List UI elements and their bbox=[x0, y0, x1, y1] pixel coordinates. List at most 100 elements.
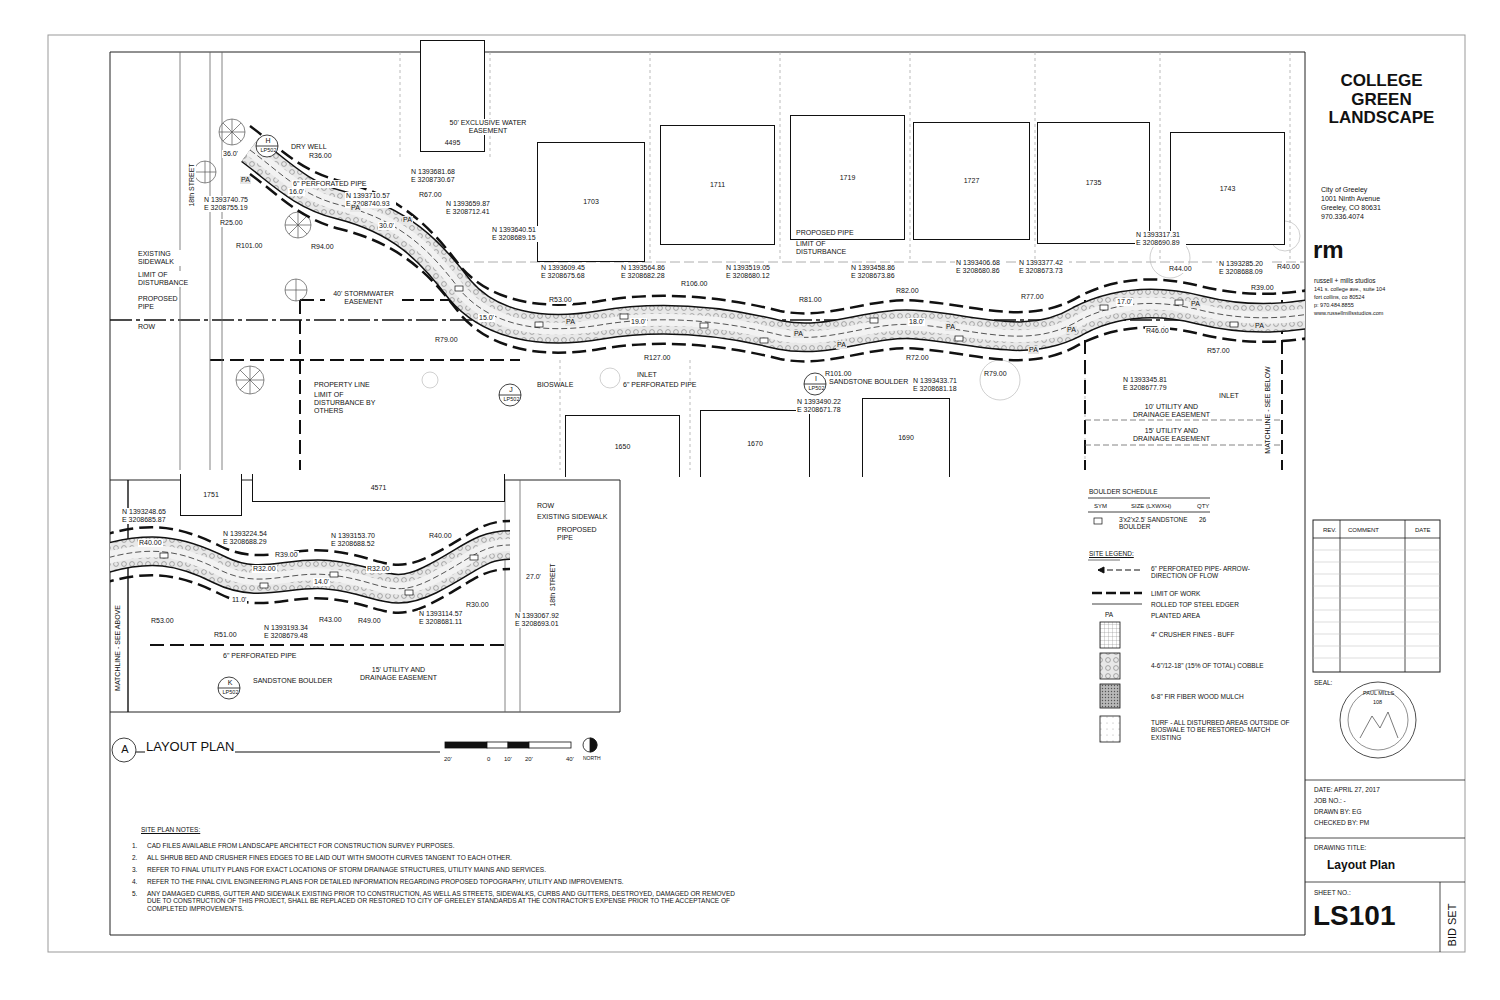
drawing-use bbox=[110, 545, 510, 589]
plan-annotation: SANDSTONE BOULDER bbox=[828, 378, 909, 386]
plan-annotation: 30.0' bbox=[378, 222, 395, 230]
plan-annotation: R67.00 bbox=[418, 191, 443, 199]
plan-annotation: PA bbox=[1254, 322, 1265, 330]
plan-annotation: 15' UTILITY AND DRAINAGE EASEMENT bbox=[355, 666, 442, 682]
drawing-rect bbox=[529, 742, 571, 748]
drawing-path bbox=[804, 384, 826, 385]
plan-annotation: SITE PLAN NOTES: bbox=[140, 826, 201, 833]
plan-annotation: 5. bbox=[131, 890, 138, 897]
plan-annotation: PROPERTY LINE bbox=[313, 381, 371, 389]
plan-annotation: LP502 bbox=[259, 147, 278, 153]
plan-annotation: LS101 bbox=[1312, 900, 1397, 932]
plan-annotation: R101.00 bbox=[235, 242, 263, 250]
house-footprint: 4571 bbox=[252, 474, 505, 502]
plan-annotation: R43.00 bbox=[318, 616, 343, 624]
plan-annotation: REFER TO FINAL UTILITY PLANS FOR EXACT L… bbox=[146, 866, 547, 873]
drawing-path bbox=[1092, 604, 1142, 605]
plan-annotation: J bbox=[506, 386, 516, 394]
plan-annotation: PAUL MILLS bbox=[1362, 690, 1395, 696]
lot-number: 1727 bbox=[964, 177, 980, 185]
house-footprint: 1743 bbox=[1170, 132, 1285, 245]
drawing-circle bbox=[422, 372, 438, 388]
plan-annotation: 970.336.4074 bbox=[1320, 213, 1365, 221]
plan-annotation: DATE: APRIL 27, 2017 bbox=[1313, 786, 1381, 793]
legend-entry: ROLLED TOP STEEL EDGER bbox=[1150, 601, 1240, 608]
house-footprint: 1711 bbox=[660, 125, 775, 245]
scale-bar bbox=[445, 738, 597, 752]
plan-annotation: 141 s. college ave., suite 104 bbox=[1313, 286, 1386, 292]
drawing-use bbox=[110, 545, 510, 589]
drawing-path bbox=[1360, 712, 1398, 738]
plan-annotation: LP502 bbox=[502, 396, 521, 402]
plan-annotation: N 1393224.54 E 3208688.29 bbox=[222, 530, 273, 546]
plan-annotation: N 1393317.31 E 3208690.89 bbox=[1135, 231, 1186, 247]
house-footprint: 1735 bbox=[1037, 122, 1150, 244]
plan-annotation: 26 bbox=[1198, 516, 1207, 523]
plan-annotation: R57.00 bbox=[1206, 347, 1231, 355]
plan-annotation: R53.00 bbox=[548, 296, 573, 304]
plan-annotation: NORTH bbox=[582, 756, 602, 762]
plan-annotation: INLET bbox=[1218, 392, 1240, 400]
drawing-path bbox=[1088, 498, 1210, 512]
drawing-circle bbox=[600, 368, 620, 388]
lot-number: 1650 bbox=[615, 443, 631, 451]
lot-number: 4571 bbox=[371, 484, 387, 492]
drawing-path bbox=[150, 644, 505, 646]
drawing-path bbox=[1098, 567, 1104, 573]
plan-annotation: LIMIT OF DISTURBANCE bbox=[795, 240, 847, 256]
plan-annotation: N 1393740.75 E 3208755.19 bbox=[203, 196, 254, 212]
drawing-rect bbox=[760, 338, 768, 343]
drawing-path bbox=[194, 161, 216, 183]
plan-annotation: SIZE (LXWXH) bbox=[1130, 503, 1172, 510]
drawing-path bbox=[285, 279, 307, 301]
plan-annotation: R82.00 bbox=[895, 287, 920, 295]
plan-annotation: R101.00 bbox=[824, 370, 852, 378]
plan-annotation: 20' bbox=[443, 756, 453, 763]
drawing-rect bbox=[48, 35, 1465, 952]
drawing-path bbox=[218, 688, 240, 689]
drawing-rect bbox=[1313, 520, 1440, 672]
plan-annotation: 1001 Ninth Avenue bbox=[1320, 195, 1381, 203]
plan-annotation: N 1393193.34 E 3208679.48 bbox=[263, 624, 314, 640]
drawing-use bbox=[110, 545, 510, 589]
plan-annotation: PA bbox=[1028, 346, 1039, 354]
plan-annotation: INLET bbox=[636, 371, 658, 379]
plan-annotation: SEAL: bbox=[1313, 679, 1333, 686]
legend-entry: TURF - ALL DISTURBED AREAS OUTSIDE OF BI… bbox=[1150, 719, 1302, 741]
house-footprint: 4495 bbox=[420, 40, 485, 152]
plan-annotation: CAD FILES AVAILABLE FROM LANDSCAPE ARCHI… bbox=[146, 842, 456, 849]
drawing-circle bbox=[804, 373, 826, 395]
plan-annotation: N 1393640.51 E 3208689.15 bbox=[491, 226, 542, 242]
drawing-rect bbox=[535, 322, 543, 327]
drawing-g bbox=[455, 286, 1238, 343]
plan-annotation: R49.00 bbox=[357, 617, 382, 625]
plan-annotation: N 1393458.86 E 3208673.86 bbox=[850, 264, 901, 280]
plan-annotation: PA bbox=[945, 323, 956, 331]
plan-annotation: R39.00 bbox=[1250, 284, 1275, 292]
plan-annotation: 10' UTILITY AND DRAINAGE EASEMENT bbox=[1128, 403, 1215, 419]
drawing-path bbox=[300, 300, 460, 470]
plan-annotation: 6" PERFORATED PIPE bbox=[292, 180, 368, 188]
plan-annotation: R53.00 bbox=[150, 617, 175, 625]
plan-annotation: EXISTING SIDEWALK bbox=[137, 250, 184, 266]
drawing-rect bbox=[487, 742, 508, 748]
plan-annotation: JOB NO.: - bbox=[1313, 797, 1347, 804]
plan-annotation: N 1393067.92 E 3208693.01 bbox=[514, 612, 565, 628]
plan-annotation: H bbox=[263, 137, 273, 145]
drawing-circle bbox=[218, 677, 240, 699]
plan-annotation: 2. bbox=[131, 854, 138, 861]
plan-annotation: MATCHLINE - SEE BELOW bbox=[1264, 365, 1272, 454]
drawing-rect bbox=[1100, 653, 1120, 679]
plan-annotation: LP502 bbox=[807, 385, 826, 391]
drawing-rect bbox=[455, 286, 463, 291]
drawing-rect bbox=[160, 553, 168, 558]
house-footprint: 1650 bbox=[565, 415, 680, 477]
plan-annotation: R32.00 bbox=[252, 565, 277, 573]
plan-annotation: N 1393609.45 E 3208675.68 bbox=[540, 264, 591, 280]
plan-annotation: LIMIT OF DISTURBANCE BY OTHERS bbox=[313, 391, 395, 415]
plan-annotation: LAYOUT PLAN bbox=[145, 740, 235, 755]
plan-annotation: russell + mills studios bbox=[1313, 277, 1377, 284]
plan-annotation: R30.00 bbox=[465, 601, 490, 609]
